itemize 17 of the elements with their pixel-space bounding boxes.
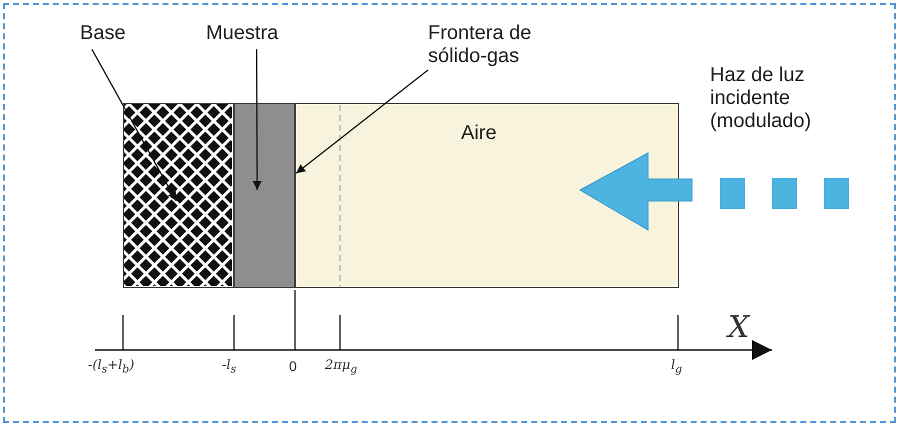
sample-layer: [234, 103, 295, 288]
base-layer: [123, 103, 234, 288]
tick-label: -(l$_{s}$+l$_{b}$): [88, 358, 134, 376]
tick-label: 0: [289, 358, 297, 374]
tick-label: -l$_{s}$: [222, 358, 236, 376]
light-beam-label: Haz de luz incidente (modulado): [710, 64, 812, 133]
axis-label: X: [728, 310, 750, 345]
leader-line: [296, 69, 428, 174]
tick-label: 2πμ$_{g}$: [325, 358, 358, 376]
leader-line: [252, 49, 262, 190]
part-label: Base: [80, 22, 150, 48]
air-region: [295, 103, 679, 288]
part-label: Frontera de sólido-gas: [428, 22, 578, 70]
leader-line: [91, 48, 177, 202]
tick-label: l$_{g}$: [671, 358, 682, 376]
region-label: Aire: [461, 122, 497, 145]
part-label: Muestra: [206, 22, 298, 48]
